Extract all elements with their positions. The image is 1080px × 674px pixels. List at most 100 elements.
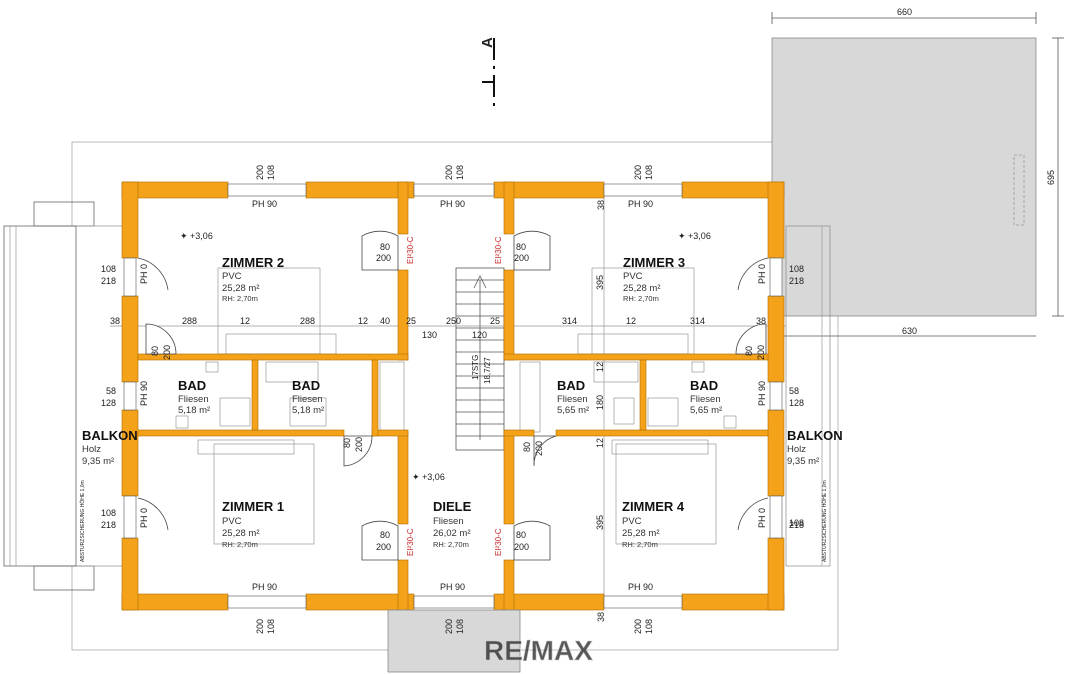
dim-288-1: 288 xyxy=(182,316,197,326)
level-marker-zimmer3: ✦ +3,06 xyxy=(678,231,711,241)
dim-12-1: 12 xyxy=(240,316,250,326)
dimension-lines xyxy=(110,186,786,600)
right-win-2-h: 128 xyxy=(789,398,804,408)
door-5-w: 80 xyxy=(150,346,160,356)
zimmer4-floor: PVC xyxy=(622,516,642,527)
left-win-1-h: 218 xyxy=(101,276,116,286)
dim-120: 120 xyxy=(472,330,487,340)
win-bot-3-h: 108 xyxy=(644,619,654,634)
room-bad3: BAD Fliesen 5,65 m² xyxy=(557,378,589,416)
dim-38-bottom: 38 xyxy=(596,612,606,622)
bad1-area: 5,18 m² xyxy=(178,405,210,416)
zimmer3-area: 25,28 m² xyxy=(623,283,661,294)
zimmer1-floor: PVC xyxy=(222,516,242,527)
win-top-3-ph: PH 90 xyxy=(628,199,653,209)
left-win-1-w: 108 xyxy=(101,264,116,274)
zimmer3-height: RH: 2,70m xyxy=(623,294,659,303)
dim-38-right: 38 xyxy=(756,316,766,326)
zimmer1-name: ZIMMER 1 xyxy=(222,499,284,514)
dim-695: 695 xyxy=(1046,170,1056,185)
diele-area: 26,02 m² xyxy=(433,528,471,539)
walls xyxy=(121,181,785,611)
diele-name: DIELE xyxy=(433,499,472,514)
level-marker-diele: ✦ +3,06 xyxy=(412,472,445,482)
dim-38-top: 38 xyxy=(596,200,606,210)
dim-25-2: 25 xyxy=(490,316,500,326)
dimension-right: 695 xyxy=(1046,37,1064,317)
left-win-1-ph: PH 0 xyxy=(139,264,149,284)
bad3-floor: Fliesen xyxy=(557,394,588,405)
zimmer4-area: 25,28 m² xyxy=(622,528,660,539)
door-5-h: 200 xyxy=(162,345,172,360)
dimension-labels: 200 108 PH 90 200 108 PH 90 200 108 PH 9… xyxy=(79,165,828,634)
bad1-name: BAD xyxy=(178,378,206,393)
zimmer3-name: ZIMMER 3 xyxy=(623,255,685,270)
dimension-right-lower: 630 xyxy=(772,326,1036,337)
dim-12-2: 12 xyxy=(358,316,368,326)
door-4-w: 80 xyxy=(516,530,526,540)
room-balkon-right: BALKON Holz 9,35 m² xyxy=(787,428,843,467)
door-6-w: 80 xyxy=(744,346,754,356)
zimmer3-floor: PVC xyxy=(623,271,643,282)
balcony-right-structure xyxy=(785,225,831,567)
bad1-floor: Fliesen xyxy=(178,394,209,405)
win-top-3-w: 200 xyxy=(633,165,643,180)
zimmer1-area: 25,28 m² xyxy=(222,528,260,539)
room-bad1: BAD Fliesen 5,18 m² xyxy=(178,378,210,416)
rail-note-right: ABSTURZSICHERUNG HÖHE 1,0m xyxy=(821,480,828,562)
zimmer1-height: RH: 2,70m xyxy=(222,540,258,549)
door-1-rating: EI²30-C xyxy=(406,236,415,264)
balkon-right-area: 9,35 m² xyxy=(787,456,819,467)
room-zimmer2: ✦ +3,06 ZIMMER 2 PVC 25,28 m² RH: 2,70m xyxy=(180,231,284,303)
zimmer2-name: ZIMMER 2 xyxy=(222,255,284,270)
bad2-floor: Fliesen xyxy=(292,394,323,405)
balkon-right-name: BALKON xyxy=(787,428,843,443)
dim-38-left: 38 xyxy=(110,316,120,326)
door-7-w: 80 xyxy=(342,438,352,448)
door-2-h: 200 xyxy=(514,253,529,263)
dim-250: 250 xyxy=(446,316,461,326)
terrace xyxy=(771,37,1037,317)
room-balkon-left: BALKON Holz 9,35 m² xyxy=(82,428,138,467)
dim-395-top: 395 xyxy=(595,275,605,290)
door-3-rating: EI²30-C xyxy=(406,528,415,556)
zimmer4-height: RH: 2,70m xyxy=(622,540,658,549)
room-zimmer1: ZIMMER 1 PVC 25,28 m² RH: 2,70m xyxy=(222,499,284,549)
balcony-left-structure xyxy=(3,201,122,591)
dim-180: 180 xyxy=(595,395,605,410)
dim-40: 40 xyxy=(380,316,390,326)
win-bot-2-w: 200 xyxy=(444,619,454,634)
win-top-2-h: 108 xyxy=(455,165,465,180)
dim-630: 630 xyxy=(902,326,917,336)
win-top-1-ph: PH 90 xyxy=(252,199,277,209)
level-marker-zimmer2: ✦ +3,06 xyxy=(180,231,213,241)
stair-ratio: 18,7/27 xyxy=(483,357,492,384)
balkon-right-floor: Holz xyxy=(787,444,806,455)
right-win-1-w: 108 xyxy=(789,264,804,274)
zimmer4-name: ZIMMER 4 xyxy=(622,499,685,514)
right-win-3-h: 218 xyxy=(789,520,804,530)
door-7-h: 200 xyxy=(354,437,364,452)
entrance-landing xyxy=(387,609,521,673)
right-win-1-h: 218 xyxy=(789,276,804,286)
left-win-3-h: 218 xyxy=(101,520,116,530)
door-8-w: 80 xyxy=(522,442,532,452)
win-top-2-w: 200 xyxy=(444,165,454,180)
room-diele: ✦ +3,06 DIELE Fliesen 26,02 m² RH: 2,70m xyxy=(412,472,472,549)
balkon-left-name: BALKON xyxy=(82,428,138,443)
dimension-top: 660 xyxy=(771,7,1037,24)
win-bot-3-ph: PH 90 xyxy=(628,582,653,592)
room-zimmer4: ZIMMER 4 PVC 25,28 m² RH: 2,70m xyxy=(622,499,685,549)
right-win-2-w: 58 xyxy=(789,386,799,396)
left-win-2-w: 58 xyxy=(106,386,116,396)
dim-314-2: 314 xyxy=(690,316,705,326)
room-bad2: BAD Fliesen 5,18 m² xyxy=(292,378,324,416)
bad3-area: 5,65 m² xyxy=(557,405,589,416)
balkon-left-floor: Holz xyxy=(82,444,101,455)
bad2-name: BAD xyxy=(292,378,320,393)
dim-25-1: 25 xyxy=(406,316,416,326)
dim-395-bottom: 395 xyxy=(595,515,605,530)
door-3-h: 200 xyxy=(376,542,391,552)
left-win-2-h: 128 xyxy=(101,398,116,408)
win-bot-1-h: 108 xyxy=(266,619,276,634)
